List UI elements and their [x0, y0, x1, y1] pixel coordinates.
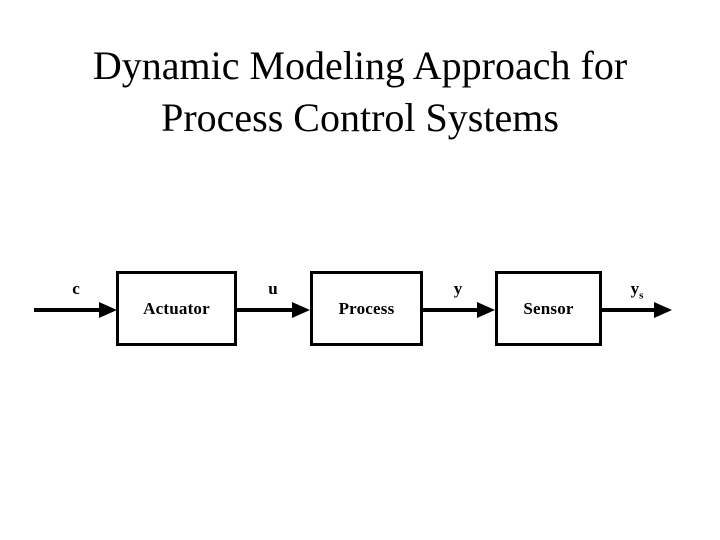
block-sensor-label: Sensor: [523, 298, 574, 318]
arrowhead-u: [292, 302, 310, 318]
block-sensor: Sensor: [495, 271, 602, 346]
signal-label-ys: ys: [617, 279, 657, 305]
signal-ys-text: y: [630, 279, 640, 298]
arrow-line-u: [237, 308, 293, 312]
arrow-line-y: [423, 308, 478, 312]
signal-y-text: y: [453, 279, 463, 298]
signal-ys-subscript: s: [639, 289, 644, 302]
block-process: Process: [310, 271, 423, 346]
arrow-line-output: [602, 308, 655, 312]
arrowhead-y: [477, 302, 495, 318]
title-line-1: Dynamic Modeling Approach for: [92, 43, 628, 88]
block-actuator: Actuator: [116, 271, 237, 346]
signal-c-text: c: [72, 279, 80, 298]
signal-label-u: u: [253, 279, 293, 305]
arrow-line-input: [34, 308, 100, 312]
signal-label-c: c: [56, 279, 96, 305]
signal-u-text: u: [268, 279, 278, 298]
title-line-2: Process Control Systems: [161, 95, 559, 140]
signal-label-y: y: [438, 279, 478, 305]
block-process-label: Process: [338, 298, 395, 318]
slide-title: Dynamic Modeling Approach for Process Co…: [0, 40, 720, 144]
arrowhead-input: [99, 302, 117, 318]
block-actuator-label: Actuator: [143, 298, 210, 318]
arrowhead-output: [654, 302, 672, 318]
